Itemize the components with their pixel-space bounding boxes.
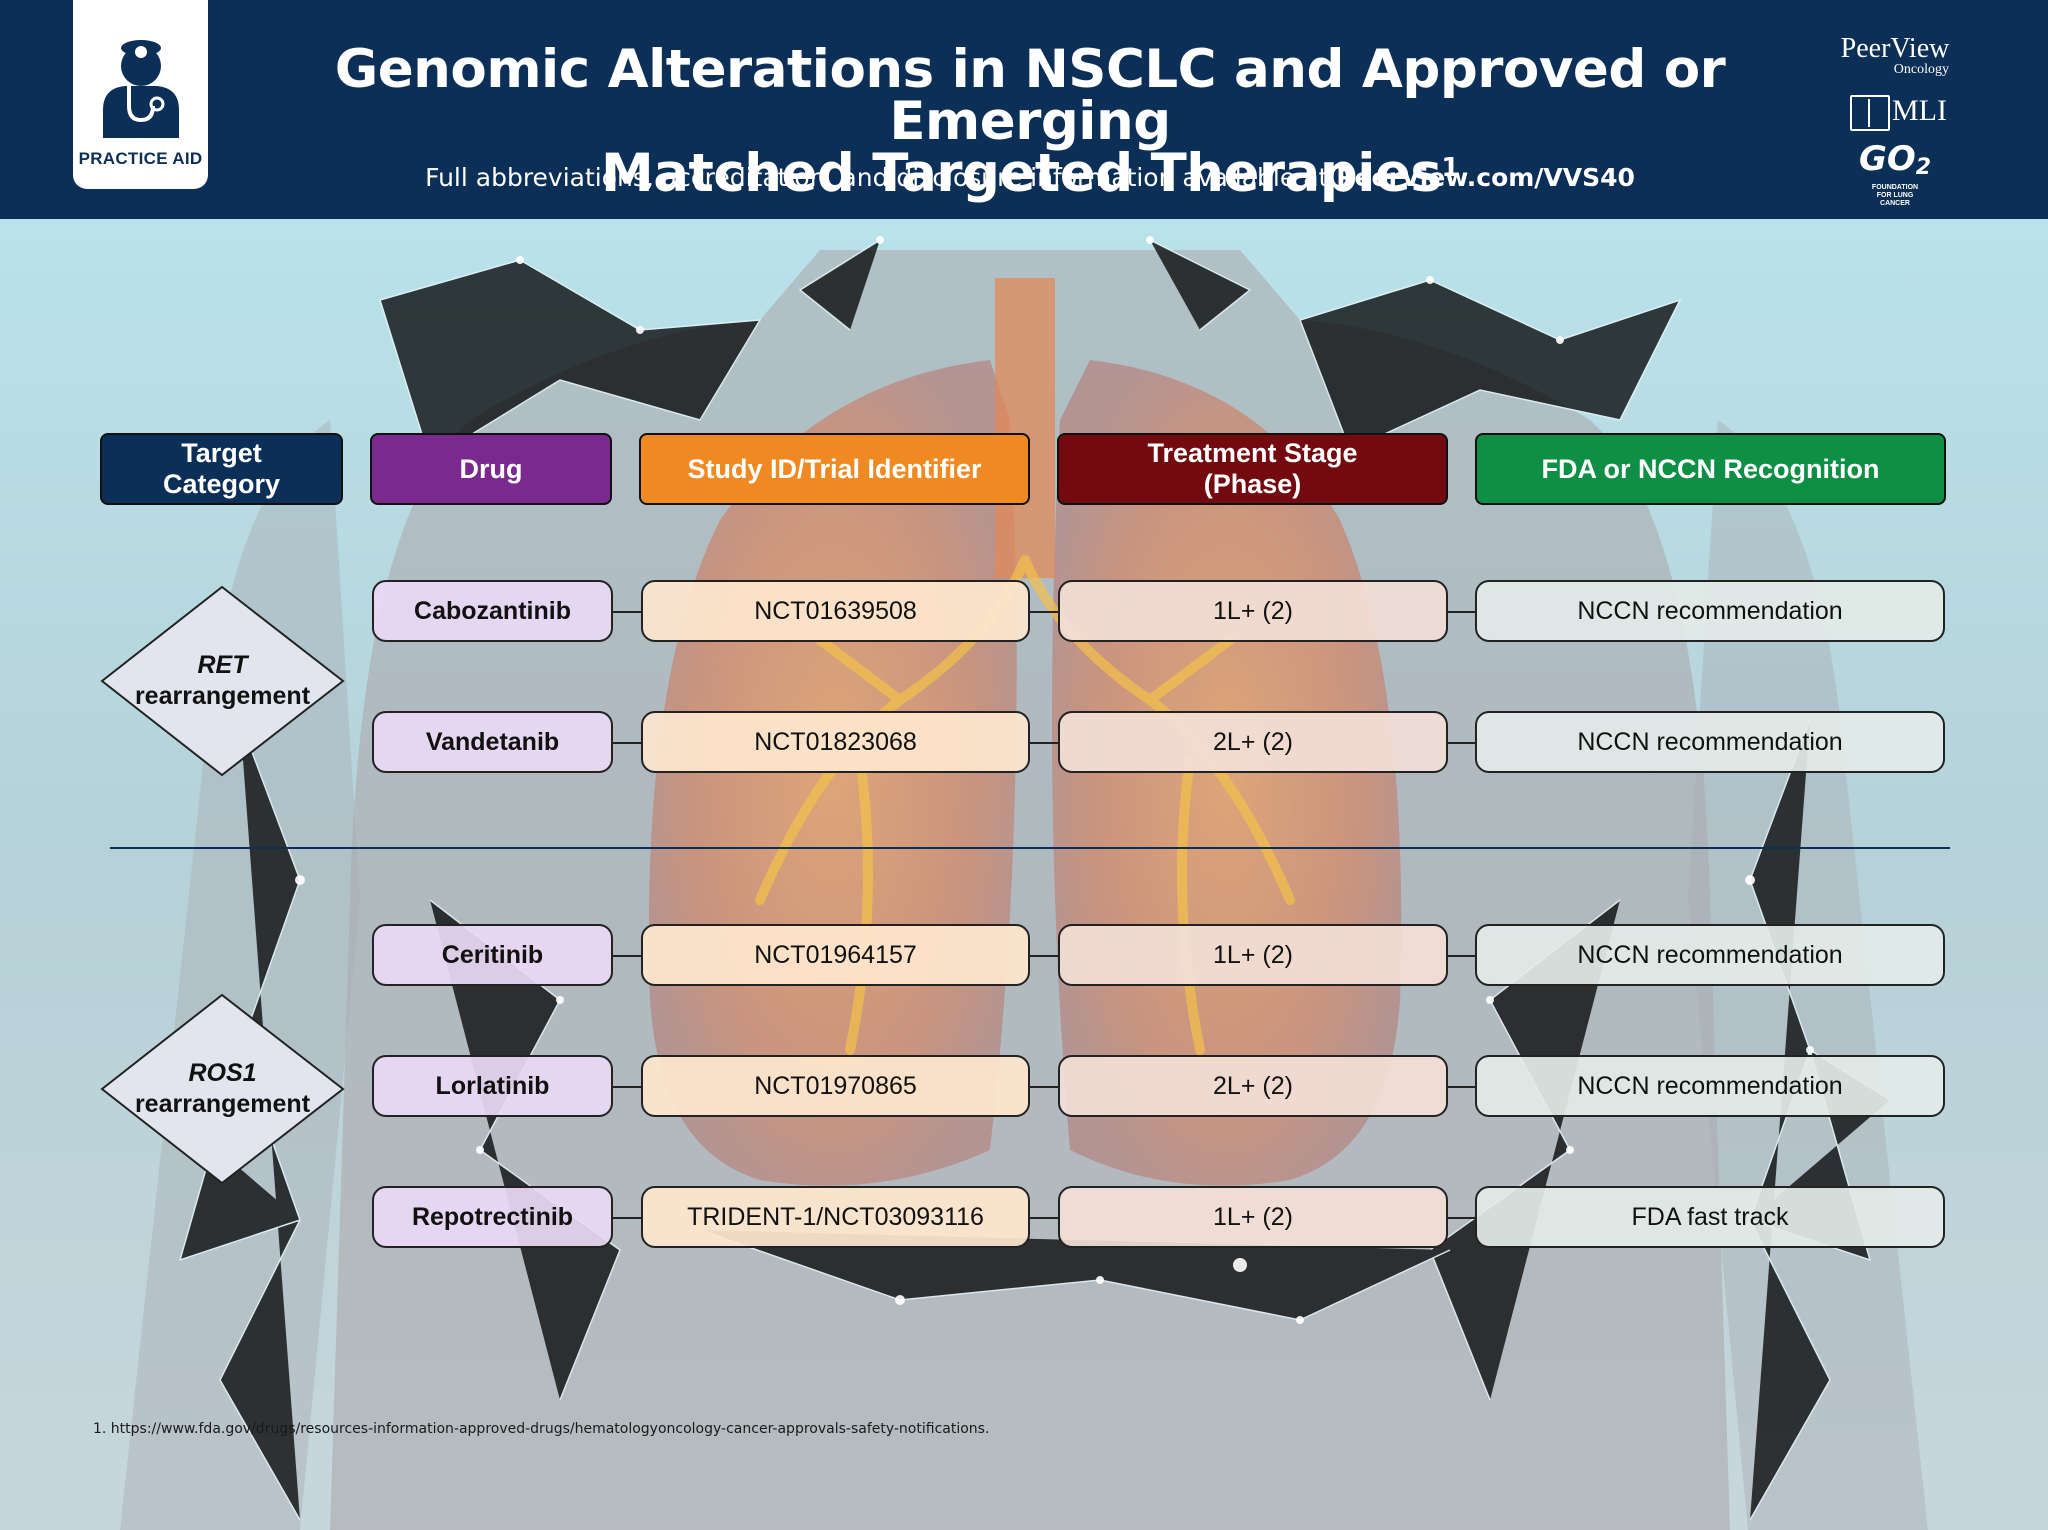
hexagon-shape [100,585,345,777]
column-header-drug: Drug [370,433,612,505]
header-banner: PRACTICE AID Genomic Alterations in NSCL… [0,0,2048,219]
drug-cell: Cabozantinib [372,580,613,642]
row-connector [1030,742,1058,744]
mli-logo-text: MLI [1892,94,1947,127]
page-subtitle: Full abbreviations, accreditation, and d… [260,163,1800,192]
treatment-stage-cell: 2L+ (2) [1058,711,1448,773]
peerview-logo-main: PeerView [1840,33,1950,64]
row-connector [1030,955,1058,957]
treatment-stage-cell: 1L+ (2) [1058,1186,1448,1248]
page-title: Genomic Alterations in NSCLC and Approve… [260,39,1800,200]
target-category-type: rearrangement [134,1090,311,1118]
recognition-cell: NCCN recommendation [1475,580,1945,642]
go2-logo-two: 2 [1915,155,1932,180]
target-category-name: RET [197,651,248,679]
study-id-cell: NCT01964157 [641,924,1030,986]
column-header-stage-line2: (Phase) [1203,469,1302,499]
drug-cell: Repotrectinib [372,1186,613,1248]
footnote-reference[interactable]: 1. https://www.fda.gov/drugs/resources-i… [93,1421,990,1437]
study-id-cell: NCT01823068 [641,711,1030,773]
row-connector [1448,742,1475,744]
doctor-icon [103,40,179,138]
subtitle-text: Full abbreviations, accreditation, and d… [425,163,1337,192]
mli-logo: MLI [1850,94,1947,132]
peerview-logo-sub: Oncology [1893,62,1949,77]
recognition-cell: NCCN recommendation [1475,924,1945,986]
badge-label: PRACTICE AID [78,149,203,168]
group-divider [110,847,1950,849]
row-connector [1448,611,1475,613]
drug-cell: Vandetanib [372,711,613,773]
column-header-stage: Treatment Stage (Phase) [1057,433,1448,505]
study-id-cell: NCT01970865 [641,1055,1030,1117]
row-connector [1030,1086,1058,1088]
row-connector [1448,955,1475,957]
column-header-stage-line1: Treatment Stage [1147,438,1358,468]
row-connector [613,611,641,613]
peerview-logo: PeerView Oncology [1835,34,1955,78]
column-header-target: Target Category [100,433,343,505]
go2-logo: GO2 FOUNDATION FOR LUNG CANCER [1855,142,1935,208]
drug-cell: Lorlatinib [372,1055,613,1117]
title-line-2: Matched Targeted Therapies1 [260,147,1800,200]
drug-cell: Ceritinib [372,924,613,986]
row-connector [613,1217,641,1219]
practice-aid-badge: PRACTICE AID [73,0,208,189]
treatment-stage-cell: 2L+ (2) [1058,1055,1448,1117]
go2-logo-go: GO [1858,139,1916,179]
title-line-1: Genomic Alterations in NSCLC and Approve… [334,39,1726,152]
row-connector [613,955,641,957]
hexagon-shape [100,993,345,1185]
recognition-cell: NCCN recommendation [1475,1055,1945,1117]
go2-logo-caption-3: CANCER [1880,200,1910,207]
book-icon [1850,95,1890,132]
row-connector [1030,611,1058,613]
go2-logo-caption-1: FOUNDATION [1871,184,1919,191]
treatment-stage-cell: 1L+ (2) [1058,924,1448,986]
column-header-study: Study ID/Trial Identifier [639,433,1030,505]
title-superscript: 1 [1441,153,1460,183]
go2-logo-caption-2: FOR LUNG [1876,192,1914,199]
target-category-ret: RET rearrangement [100,585,345,777]
recognition-cell: FDA fast track [1475,1186,1945,1248]
row-connector [1448,1217,1475,1219]
column-header-target-line1: Target [181,438,262,468]
subtitle-link[interactable]: PeerView.com/VVS40 [1336,163,1635,192]
column-header-recognition: FDA or NCCN Recognition [1475,433,1946,505]
row-connector [1030,1217,1058,1219]
target-category-ros1: ROS1 rearrangement [100,993,345,1185]
title-line-2-text: Matched Targeted Therapies [600,143,1442,204]
lung-network-background [0,219,2048,1530]
study-id-cell: TRIDENT-1/NCT03093116 [641,1186,1030,1248]
column-header-target-line2: Category [162,469,281,499]
row-connector [1448,1086,1475,1088]
row-connector [613,1086,641,1088]
treatment-stage-cell: 1L+ (2) [1058,580,1448,642]
study-id-cell: NCT01639508 [641,580,1030,642]
row-connector [613,742,641,744]
go2-logo-main: GO2 [1855,142,1935,184]
recognition-cell: NCCN recommendation [1475,711,1945,773]
target-category-name: ROS1 [188,1059,257,1087]
target-category-type: rearrangement [134,682,311,710]
